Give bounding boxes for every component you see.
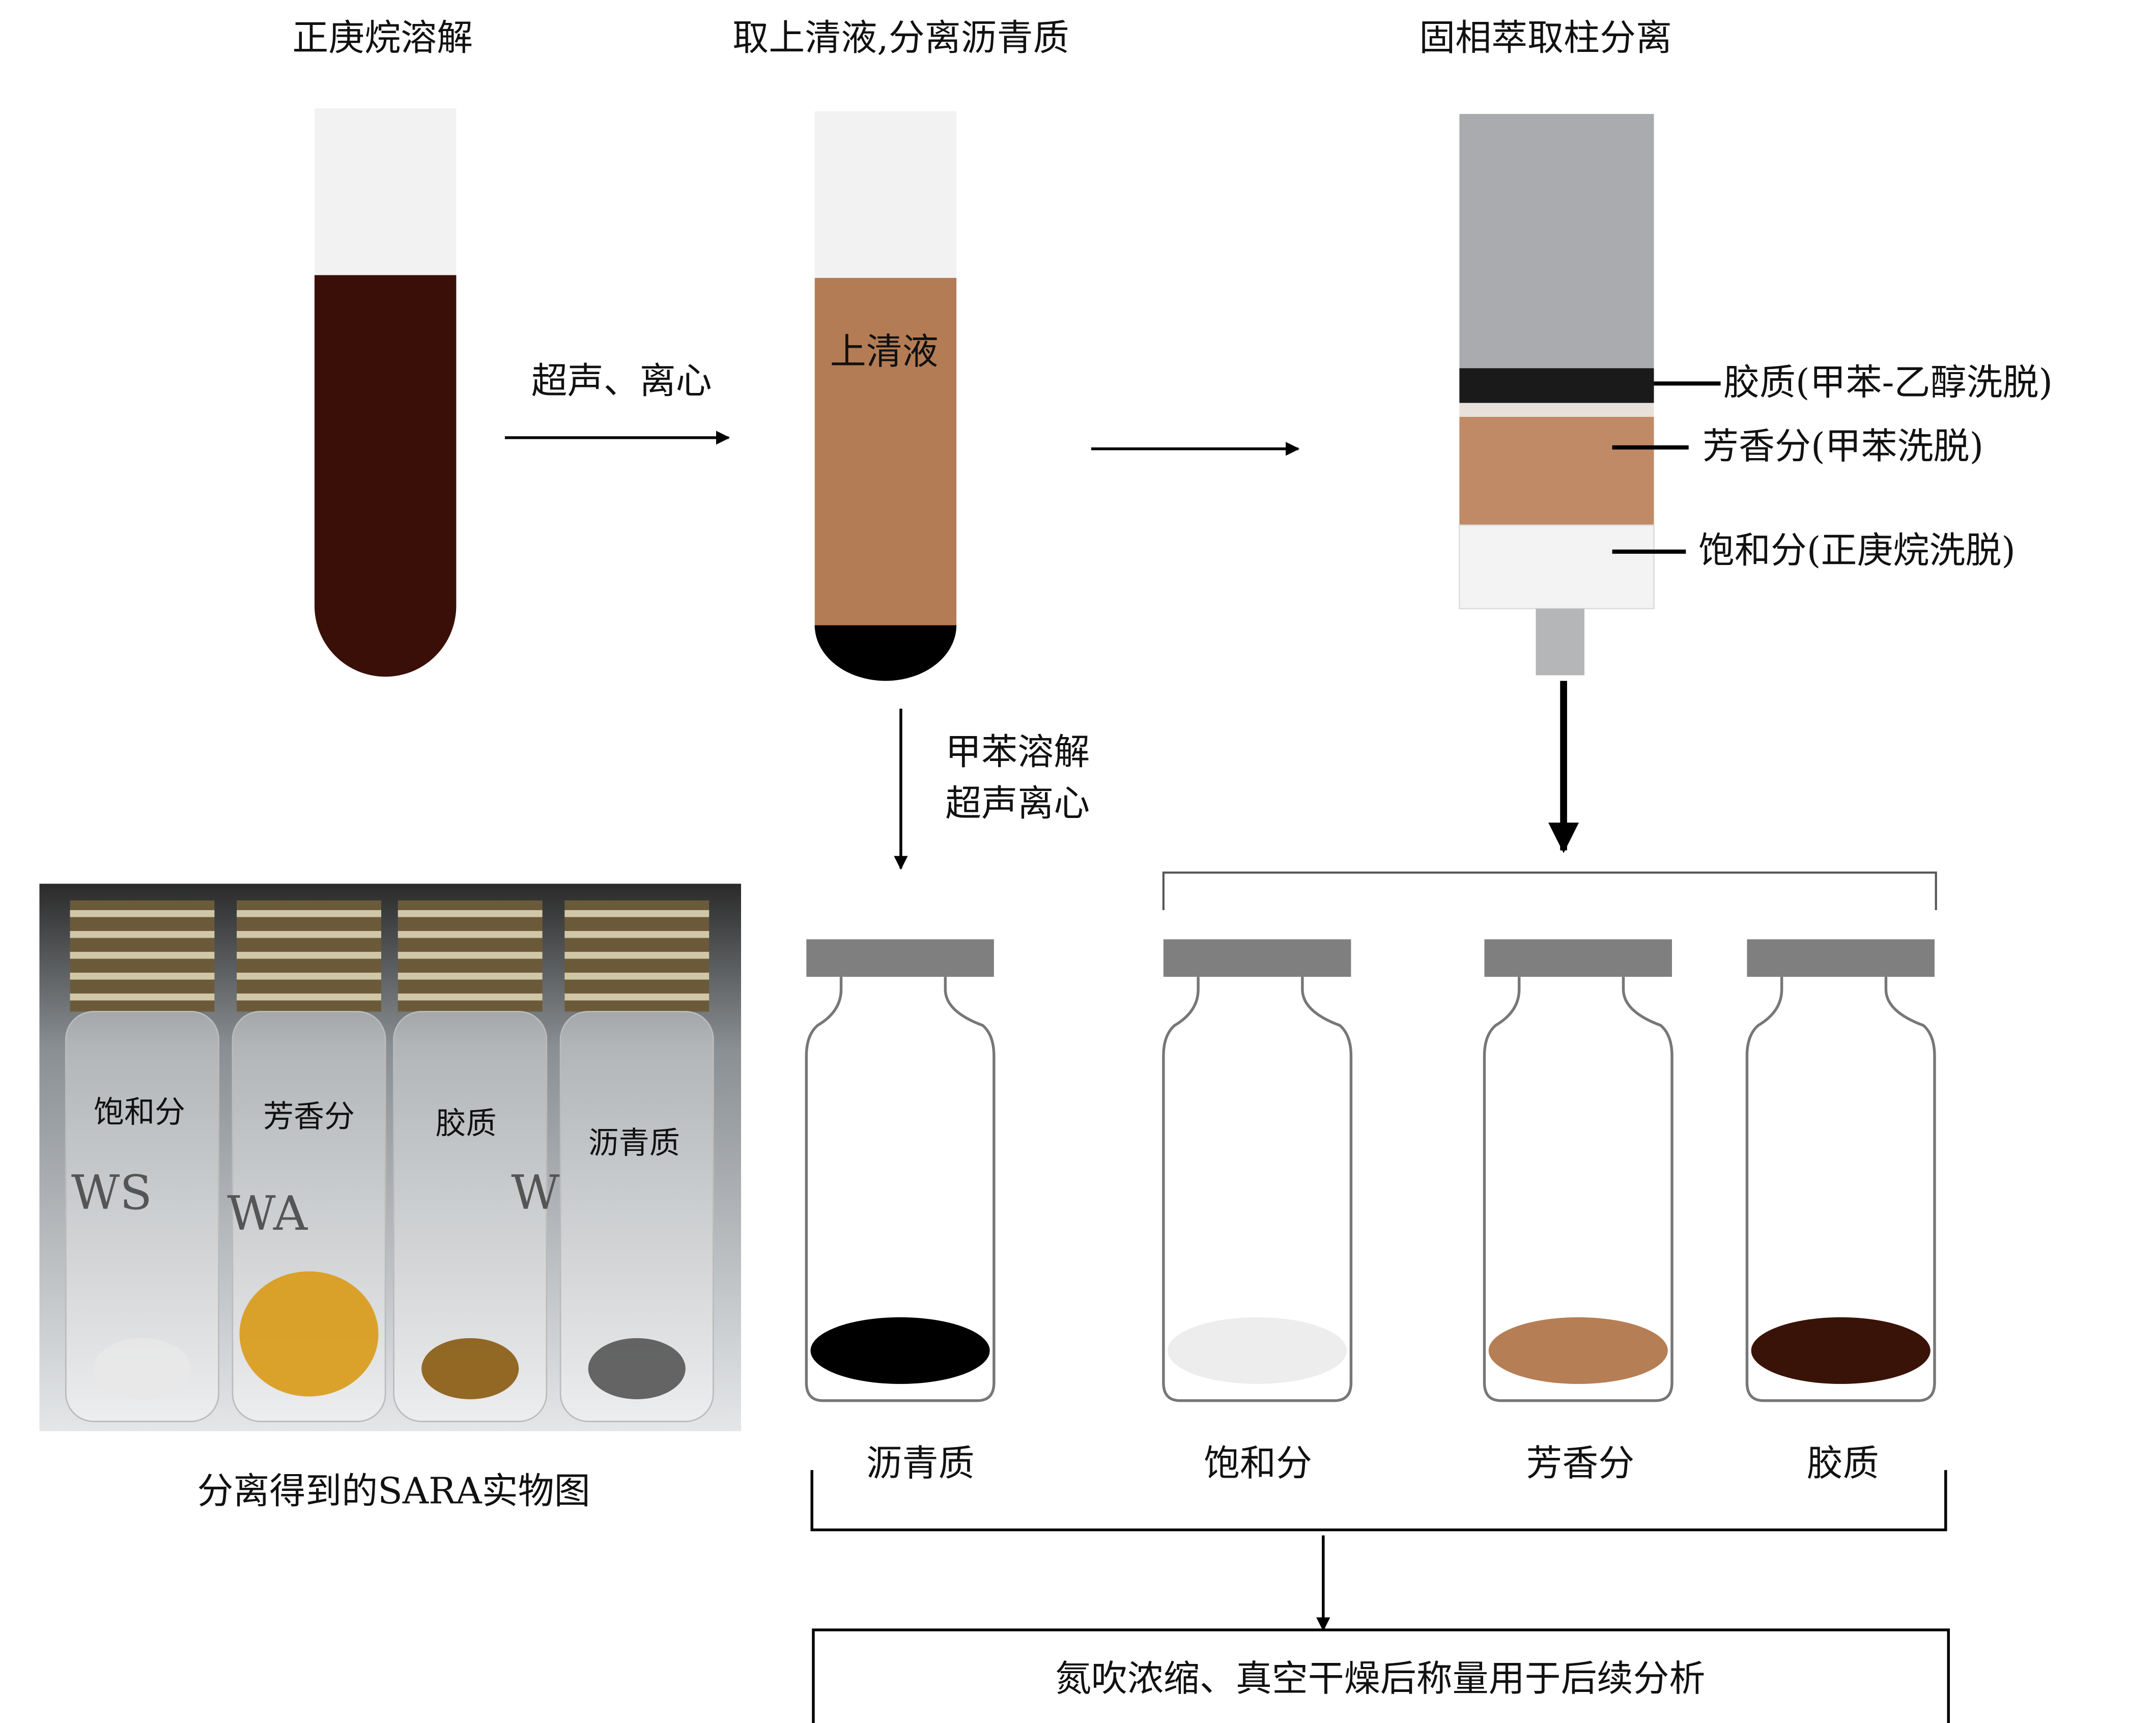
photo-vial-sample	[588, 1338, 686, 1399]
step3-title: 固相萃取柱分离	[1419, 16, 1672, 59]
vial-label-saturate: 饱和分	[1204, 1442, 1312, 1484]
photo-vial-sample	[239, 1271, 379, 1397]
photo-vial-label: 胶质	[435, 1106, 496, 1142]
vial-sample	[1751, 1317, 1931, 1384]
vial-group	[805, 939, 1936, 1402]
vial-sample	[1488, 1317, 1668, 1384]
saturate-label: 饱和分(正庚烷洗脱)	[1698, 529, 2016, 572]
vial-outline	[1162, 977, 1353, 1402]
toluene-centrifuge-label: 超声离心	[945, 782, 1090, 824]
vial	[805, 939, 996, 1402]
photo-vial	[393, 900, 548, 1422]
vial	[1483, 939, 1673, 1402]
vial-cap	[1747, 939, 1935, 977]
photo-vial-mark: WS	[71, 1165, 152, 1220]
vial-cap	[806, 939, 994, 977]
toluene-dissolve-label: 甲苯溶解	[945, 730, 1090, 773]
photo-vial	[559, 900, 714, 1422]
spe-column	[1458, 114, 1655, 675]
step2-title: 取上清液,分离沥青质	[732, 16, 1069, 59]
vial	[1162, 939, 1353, 1402]
final-step-box	[812, 1628, 1950, 1723]
final-step-text: 氮吹浓缩、真空干燥后称量用于后续分析	[1055, 1657, 1705, 1700]
test-tube-supernatant	[814, 111, 957, 681]
step1-title: 正庚烷溶解	[292, 16, 473, 59]
photo-vial-label: 沥青质	[588, 1125, 680, 1161]
photo-vial-label: 饱和分	[94, 1095, 185, 1131]
photo-vial	[232, 900, 386, 1422]
test-tube-heptane	[314, 108, 457, 677]
vial-label-asphaltene: 沥青质	[866, 1442, 975, 1484]
vial-sample	[810, 1317, 990, 1384]
vial-cap	[1163, 939, 1351, 977]
photo-vial	[65, 900, 219, 1422]
vial-outline	[805, 977, 996, 1402]
photo-vial-mark: WA	[227, 1186, 308, 1241]
photo-caption: 分离得到的SARA实物图	[197, 1470, 590, 1512]
vial-label-aromatic: 芳香分	[1526, 1442, 1634, 1484]
sara-photo: 饱和分 芳香分 胶质 沥青质 WS WA W	[39, 884, 742, 1431]
vial-sample	[1168, 1317, 1347, 1384]
photo-vial-label: 芳香分	[263, 1099, 355, 1135]
vial-cap	[1484, 939, 1672, 977]
vial	[1745, 939, 1936, 1402]
vial-outline	[1483, 977, 1673, 1402]
supernatant-label: 上清液	[830, 330, 939, 373]
vial-label-resin: 胶质	[1807, 1442, 1879, 1484]
aromatic-label: 芳香分(甲苯洗脱)	[1703, 425, 1983, 467]
resin-label: 胶质(甲苯-乙醇洗脱)	[1723, 361, 2053, 403]
photo-vial-mark: W	[511, 1165, 560, 1220]
photo-vial-sample	[93, 1338, 191, 1399]
vial-outline	[1745, 977, 1936, 1402]
photo-vial-sample	[421, 1338, 519, 1399]
ultrasonic-centrifuge-label: 超声、离心	[531, 360, 712, 402]
